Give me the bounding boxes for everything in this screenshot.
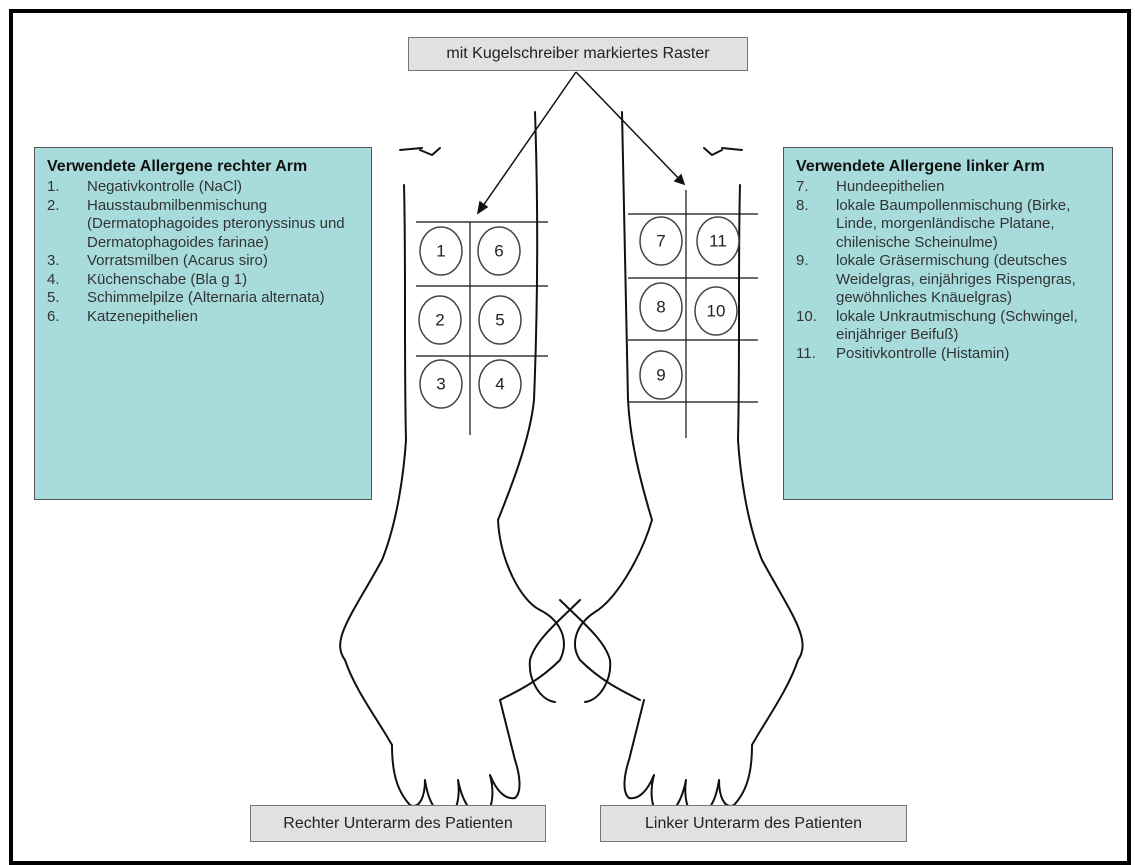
- right-hand-thumb: [560, 600, 610, 702]
- test-site-6: 6: [478, 227, 520, 275]
- allergen-item: 9.lokale Gräsermischung (deutsches Weide…: [796, 252, 1104, 308]
- allergen-name: lokale Gräsermischung (deutsches Weidelg…: [836, 252, 1104, 308]
- allergen-item: 4. Küchenschabe (Bla g 1): [47, 271, 363, 290]
- allergen-item: 10.lokale Unkrautmischung (Schwingel, ei…: [796, 308, 1104, 345]
- test-site-number: 9: [656, 366, 665, 385]
- test-site-number: 7: [656, 232, 665, 251]
- allergen-number: 11.: [796, 345, 836, 364]
- grid-caption: mit Kugelschreiber markiertes Raster: [408, 37, 748, 71]
- test-site-8: 8: [640, 283, 682, 331]
- allergen-number: 10.: [796, 308, 836, 345]
- test-site-11: 11: [697, 217, 739, 265]
- allergen-name: Schimmelpilze (Alternaria alternata): [87, 289, 363, 308]
- left-hand-thumb: [530, 600, 580, 702]
- allergen-item: 7.Hundeepithelien: [796, 178, 1104, 197]
- allergen-number: 2.: [47, 197, 87, 253]
- allergen-name: Hausstaubmilbenmischung (Dermatophagoide…: [87, 197, 363, 253]
- allergen-item: 11.Positivkontrolle (Histamin): [796, 345, 1104, 364]
- allergen-number: 7.: [796, 178, 836, 197]
- left-arm-outline-left: [575, 112, 652, 700]
- test-site-number: 4: [495, 375, 504, 394]
- allergen-item: 1.Negativkontrolle (NaCl): [47, 178, 363, 197]
- allergen-name: lokale Baumpollenmischung (Birke, Linde,…: [836, 197, 1104, 253]
- test-site-1: 1: [420, 227, 462, 275]
- test-site-3: 3: [420, 360, 462, 408]
- allergen-number: 4.: [47, 271, 87, 290]
- test-site-number: 2: [435, 311, 444, 330]
- allergen-item: 6.Katzenepithelien: [47, 308, 363, 327]
- test-site-number: 3: [436, 375, 445, 394]
- allergen-item: 3.Vorratsmilben (Acarus siro): [47, 252, 363, 271]
- test-site-7: 7: [640, 217, 682, 265]
- test-site-4: 4: [479, 360, 521, 408]
- allergen-name: Küchenschabe (Bla g 1): [87, 271, 363, 290]
- test-site-number: 8: [656, 298, 665, 317]
- left-hand-fingers: [624, 700, 752, 815]
- allergen-number: 6.: [47, 308, 87, 327]
- allergen-item: 2.Hausstaubmilbenmischung (Dermatophagoi…: [47, 197, 363, 253]
- left-arm-legend-title: Verwendete Allergene linker Arm: [796, 158, 1104, 176]
- test-site-2: 2: [419, 296, 461, 344]
- test-site-number: 1: [436, 242, 445, 261]
- allergen-name: lokale Unkrautmischung (Schwingel, einjä…: [836, 308, 1104, 345]
- right-arm-legend-title: Verwendete Allergene rechter Arm: [47, 158, 363, 176]
- allergen-item: 8.lokale Baumpollenmischung (Birke, Lind…: [796, 197, 1104, 253]
- test-site-9: 9: [640, 351, 682, 399]
- allergen-name: Katzenepithelien: [87, 308, 363, 327]
- allergen-number: 1.: [47, 178, 87, 197]
- allergen-number: 9.: [796, 252, 836, 308]
- left-arm-allergen-legend: Verwendete Allergene linker Arm 7.Hundee…: [783, 147, 1113, 500]
- test-site-number: 11: [709, 232, 727, 251]
- allergen-name: Hundeepithelien: [836, 178, 1104, 197]
- allergen-name: Vorratsmilben (Acarus siro): [87, 252, 363, 271]
- test-site-number: 10: [707, 302, 726, 321]
- right-forearm-caption: Rechter Unterarm des Patienten: [250, 805, 546, 842]
- allergen-name: Positivkontrolle (Histamin): [836, 345, 1104, 364]
- test-site-5: 5: [479, 296, 521, 344]
- right-arm-allergen-list: 1.Negativkontrolle (NaCl)2.Hausstaubmilb…: [47, 178, 363, 326]
- left-forearm-caption: Linker Unterarm des Patienten: [600, 805, 907, 842]
- right-hand-fingers: [392, 700, 520, 815]
- allergen-number: 3.: [47, 252, 87, 271]
- test-site-number: 6: [494, 242, 503, 261]
- test-site-number: 5: [495, 311, 504, 330]
- allergen-item: 5.Schimmelpilze (Alternaria alternata): [47, 289, 363, 308]
- allergen-name: Negativkontrolle (NaCl): [87, 178, 363, 197]
- right-arm-allergen-legend: Verwendete Allergene rechter Arm 1.Negat…: [34, 147, 372, 500]
- test-site-10: 10: [695, 287, 737, 335]
- allergen-number: 8.: [796, 197, 836, 253]
- allergen-number: 5.: [47, 289, 87, 308]
